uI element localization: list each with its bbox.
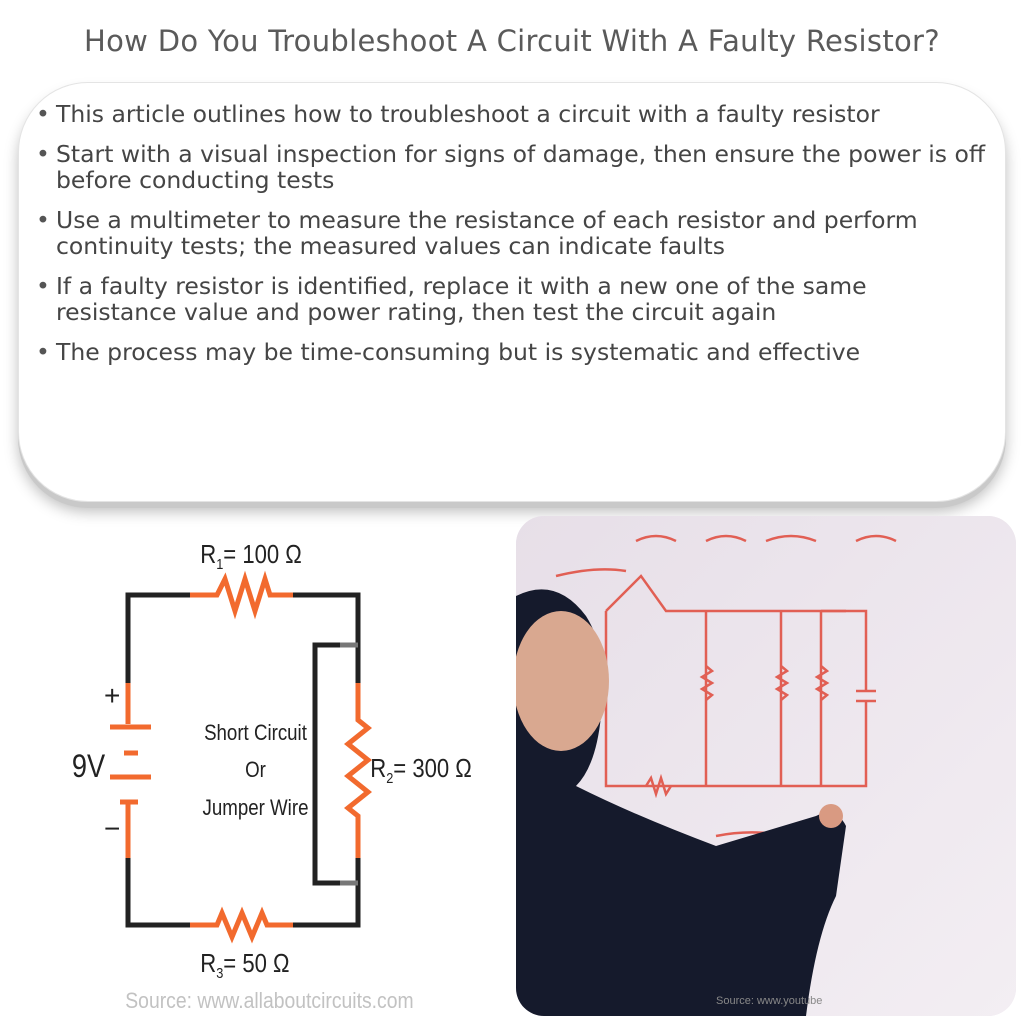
bullet-item: Use a multimeter to measure the resistan… bbox=[36, 207, 986, 259]
circuit-source-caption: Source: www.allaboutcircuits.com bbox=[125, 989, 413, 1013]
battery-symbol bbox=[110, 683, 151, 858]
minus-sign: − bbox=[104, 813, 120, 844]
battery-label: 9V bbox=[72, 749, 105, 785]
jumper-wire-ends bbox=[340, 642, 358, 886]
jumper-wire bbox=[312, 642, 358, 886]
resistor-r2 bbox=[343, 683, 373, 858]
wire-top-right bbox=[293, 592, 361, 683]
r3-label: R3= 50 Ω bbox=[200, 949, 289, 981]
r1-label: R1= 100 Ω bbox=[200, 540, 302, 572]
lecturer-head bbox=[516, 611, 609, 751]
wire-bottom-left bbox=[125, 858, 190, 928]
center-text-line3: Jumper Wire bbox=[203, 797, 309, 821]
bullet-item: This article outlines how to troubleshoo… bbox=[36, 101, 986, 127]
center-text-line2: Or bbox=[245, 759, 266, 783]
lecturer-hand bbox=[819, 804, 843, 828]
circuit-diagram: R1= 100 Ω R2= 300 Ω R3= 50 Ω 9V + − Shor… bbox=[72, 540, 472, 1013]
wire-top-left bbox=[125, 592, 190, 683]
wire-bottom-right bbox=[293, 858, 361, 928]
bullet-item: The process may be time-consuming but is… bbox=[36, 339, 986, 365]
bullet-item: Start with a visual inspection for signs… bbox=[36, 141, 986, 193]
resistor-r1 bbox=[190, 570, 293, 620]
photo-source-caption: Source: www.youtube bbox=[716, 995, 822, 1007]
bullet-item: If a faulty resistor is identified, repl… bbox=[36, 273, 986, 325]
center-text-line1: Short Circuit bbox=[204, 722, 307, 746]
r2-label: R2= 300 Ω bbox=[370, 754, 472, 786]
summary-bullets: This article outlines how to troubleshoo… bbox=[36, 101, 986, 379]
resistor-r3 bbox=[190, 906, 293, 944]
plus-sign: + bbox=[104, 680, 120, 711]
whiteboard-lecture-photo: Source: www.youtube bbox=[516, 516, 1016, 1016]
whiteboard-drawing bbox=[555, 534, 897, 873]
page-title: How Do You Troubleshoot A Circuit With A… bbox=[84, 24, 940, 58]
